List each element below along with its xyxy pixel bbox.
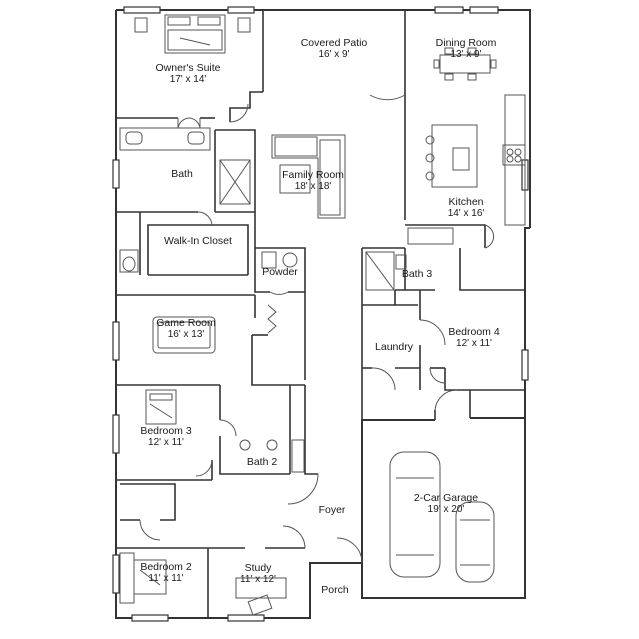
room-dims: 12' x 11' [456,338,492,350]
room-name: Covered Patio [300,37,368,49]
room-name: Bedroom 4 [448,326,500,338]
room-dims: 14' x 16' [447,208,485,220]
room-label-dining-room: Dining Room 13' x 9' [436,37,497,61]
room-name: Family Room [282,169,344,181]
room-dims: 19' x 20' [427,504,465,516]
room-name: Bath 2 [246,456,278,468]
room-dims: 11' x 11' [148,573,184,585]
room-label-two-car-garage: 2-Car Garage 19' x 20' [414,492,478,516]
door-swings [139,94,494,564]
room-label-bath: Bath [171,168,193,180]
room-label-laundry: Laundry [375,341,413,353]
room-dims: 11' x 12' [240,574,276,586]
room-name: Bedroom 2 [140,561,192,573]
room-label-study: Study 11' x 12' [240,562,276,586]
room-label-owners-suite: Owner's Suite 17' x 14' [155,62,220,86]
room-label-walk-in-closet: Walk-In Closet [164,235,232,247]
room-label-game-room: Game Room 16' x 13' [156,317,216,341]
room-dims: 13' x 9' [450,49,482,61]
room-name: Study [244,562,272,574]
room-name: Game Room [156,317,216,329]
room-label-foyer: Foyer [319,504,346,516]
room-label-bedroom-3: Bedroom 3 12' x 11' [140,425,191,449]
room-name: Bath 3 [401,268,433,280]
room-label-family-room: Family Room 18' x 18' [282,169,344,193]
room-label-bedroom-2: Bedroom 2 11' x 11' [140,561,191,585]
room-name: Dining Room [435,37,497,49]
room-label-porch: Porch [321,584,348,596]
room-dims: 17' x 14' [169,74,207,86]
interior-walls [116,10,525,618]
room-dims: 16' x 13' [167,329,205,341]
room-name: Foyer [318,504,346,516]
room-dims: 12' x 11' [148,437,184,449]
room-label-bath-3: Bath 3 [402,268,432,280]
room-name: Walk-In Closet [164,235,232,247]
fixtures [119,14,526,616]
room-dims: 18' x 18' [294,181,332,193]
room-name: Kitchen [448,196,484,208]
room-label-covered-patio: Covered Patio 16' x 9' [301,37,368,61]
outer-walls [115,9,531,619]
room-name: Owner's Suite [155,62,221,74]
room-name: Bath [171,168,193,180]
room-name: Porch [321,584,349,596]
room-label-kitchen: Kitchen 14' x 16' [448,196,485,220]
room-name: Powder [262,266,298,278]
room-name: 2-Car Garage [413,492,479,504]
room-dims: 16' x 9' [318,49,350,61]
windows [112,6,529,622]
room-label-powder: Powder [262,266,298,278]
room-label-bath-2: Bath 2 [247,456,277,468]
room-name: Laundry [375,341,413,353]
room-name: Bedroom 3 [140,425,192,437]
room-label-bedroom-4: Bedroom 4 12' x 11' [448,326,499,350]
